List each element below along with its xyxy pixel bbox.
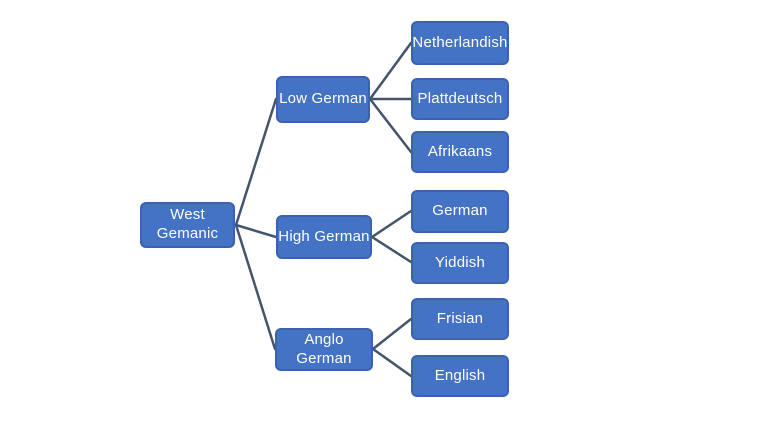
connector-lowgerman-afrikaans [368, 97, 413, 154]
node-anglo-german: Anglo German [275, 328, 373, 371]
node-frisian: Frisian [411, 298, 509, 340]
connector-highgerman-german [370, 209, 413, 239]
node-low-german: Low German [276, 76, 370, 123]
node-english: English [411, 355, 509, 397]
connector-anglogerman-english [371, 347, 413, 378]
connector-root-lowgerman [234, 97, 278, 227]
connector-highgerman-yiddish [370, 235, 413, 264]
node-west-gemanic: West Gemanic [140, 202, 235, 248]
node-netherlandish: Netherlandish [411, 21, 509, 65]
connector-anglogerman-frisian [371, 317, 413, 351]
node-high-german: High German [276, 215, 372, 259]
node-german: German [411, 190, 509, 233]
connector-root-anglogerman [234, 223, 277, 351]
connector-lowgerman-netherlandish [368, 41, 413, 101]
node-afrikaans: Afrikaans [411, 131, 509, 173]
node-plattdeutsch: Plattdeutsch [411, 78, 509, 120]
node-yiddish: Yiddish [411, 242, 509, 284]
connector-root-highgerman [234, 223, 278, 239]
